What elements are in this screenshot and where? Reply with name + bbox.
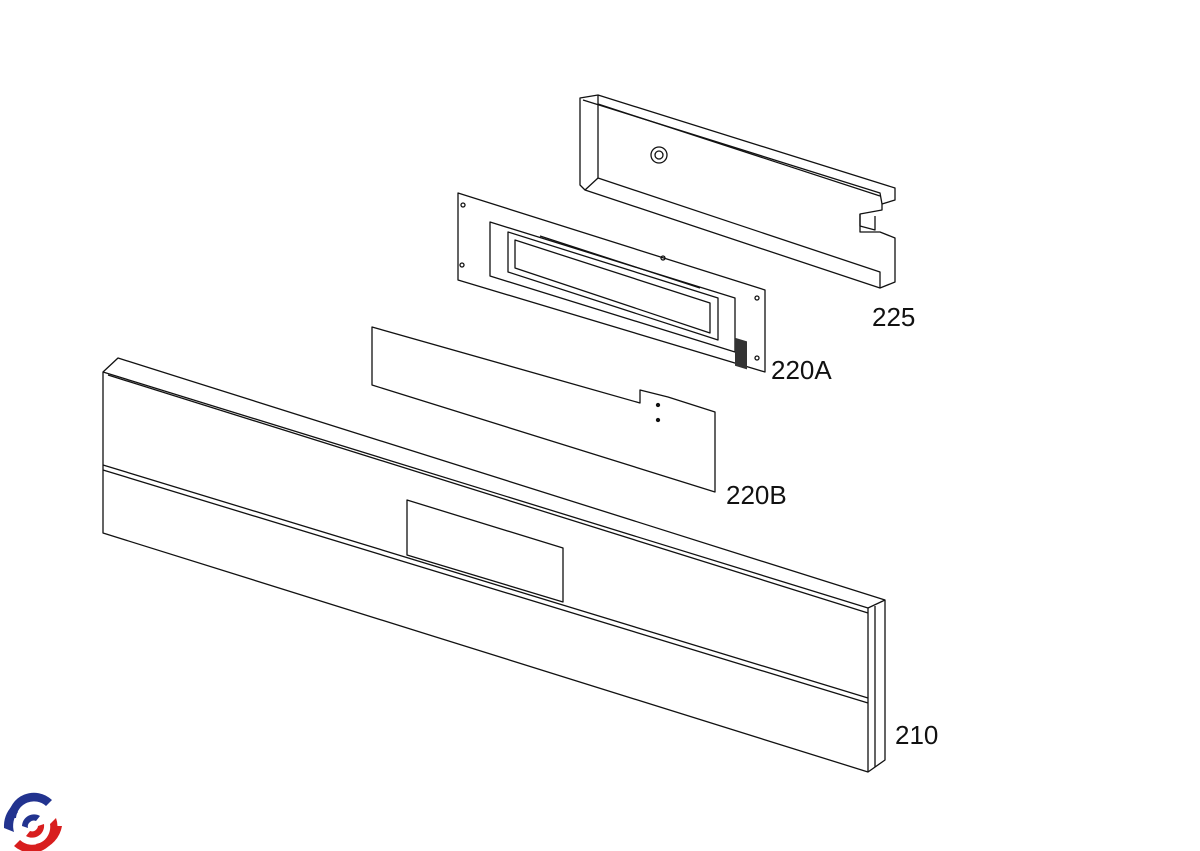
swirl-logo	[3, 792, 62, 851]
label-220a: 220A	[771, 355, 832, 385]
part-220b-touch-board	[371, 326, 716, 493]
label-220b: 220B	[726, 480, 787, 510]
label-225: 225	[872, 302, 916, 332]
display-window	[406, 499, 564, 603]
part-220a-control-board	[457, 192, 766, 373]
part-210-control-panel	[102, 357, 886, 773]
label-210: 210	[895, 720, 939, 750]
part-225-cover	[579, 94, 896, 289]
